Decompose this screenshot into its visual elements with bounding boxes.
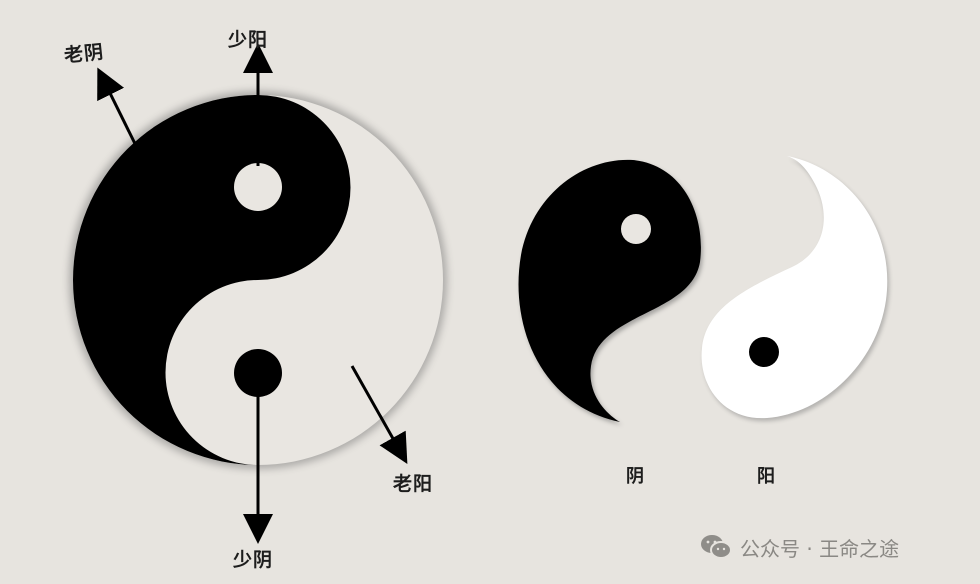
watermark: 公众号 · 王命之途 <box>700 530 899 564</box>
big-taiji-yang-eye <box>234 163 282 211</box>
arrow-lao-yang <box>350 365 408 465</box>
label-yang: 阳 <box>757 466 776 487</box>
big-taiji <box>69 91 447 469</box>
label-lao-yang: 老阳 <box>393 473 434 495</box>
big-taiji-yin-eye <box>234 349 282 397</box>
label-lao-yin: 老阴 <box>63 40 106 68</box>
yin-piece-body <box>518 159 701 422</box>
yang-piece-eye <box>749 337 779 367</box>
label-shao-yin: 少阴 <box>233 549 274 571</box>
label-shao-yang: 少阳 <box>228 29 269 51</box>
wechat-icon <box>700 533 732 561</box>
label-yin: 阴 <box>626 466 645 487</box>
arrow-lao-yin <box>97 67 148 167</box>
yin-piece-eye <box>621 214 651 244</box>
yang-piece-body <box>701 156 888 419</box>
yang-piece <box>701 156 890 422</box>
watermark-text: 公众号 · 王命之途 <box>740 536 900 561</box>
arrows <box>97 43 408 544</box>
yin-piece <box>518 159 703 425</box>
